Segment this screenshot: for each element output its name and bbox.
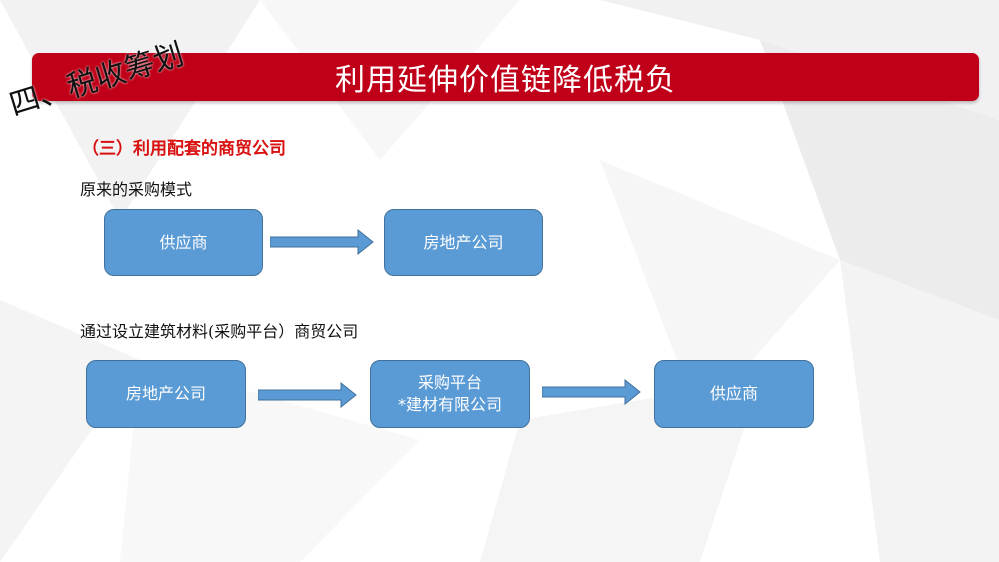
flow2-node-purchase-platform: 采购平台 *建材有限公司 bbox=[370, 360, 530, 428]
flow2-node-platform-line2: *建材有限公司 bbox=[397, 395, 502, 414]
flow1-label: 原来的采购模式 bbox=[80, 180, 193, 199]
flow2-arrow-2 bbox=[542, 379, 641, 405]
flow1-node-real-estate: 房地产公司 bbox=[384, 209, 543, 276]
flow1-arrow bbox=[270, 229, 374, 255]
flow2-node-real-estate: 房地产公司 bbox=[86, 360, 246, 428]
flow1-node-real-estate-text: 房地产公司 bbox=[423, 232, 504, 252]
flow2-arrow-1 bbox=[258, 382, 357, 408]
flow2-node-supplier: 供应商 bbox=[654, 360, 814, 428]
flow2-node-supplier-text: 供应商 bbox=[709, 384, 758, 403]
flow2-label: 通过设立建筑材料(采购平台）商贸公司 bbox=[80, 322, 359, 341]
flow2-node-platform-line1: 采购平台 bbox=[417, 373, 482, 392]
subheading: （三）利用配套的商贸公司 bbox=[82, 139, 286, 159]
flow2-node-real-estate-text: 房地产公司 bbox=[125, 384, 206, 403]
flow1-node-supplier: 供应商 bbox=[104, 209, 263, 276]
flow1-node-supplier-text: 供应商 bbox=[159, 232, 208, 252]
title-bar: 利用延伸价值链降低税负 bbox=[32, 53, 979, 101]
slide-title: 利用延伸价值链降低税负 bbox=[335, 63, 676, 98]
